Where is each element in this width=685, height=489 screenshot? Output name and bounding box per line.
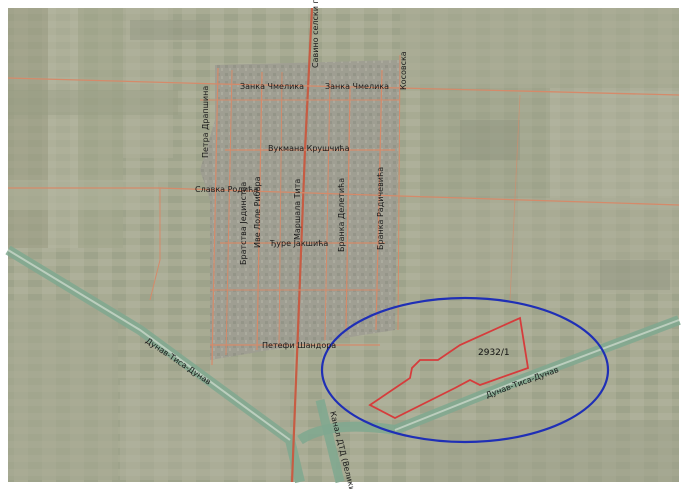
street-label-zanka-cmelika-left: Занка Чмелика	[240, 82, 304, 91]
village-area	[200, 60, 400, 360]
street-label-djure-jaksica: Ђуре Јакшића	[269, 239, 328, 248]
street-label-branka-radicevica: Бранка Радичевића	[376, 167, 385, 250]
street-label-vukmana-kruscica: Вукмана Крушчића	[268, 144, 350, 153]
parcel-label: 2932/1	[478, 348, 510, 358]
street-label-petra-drapsina: Петра Драпшина	[201, 86, 210, 158]
street-label-bratstva-jedinstva: Братства Јединства	[239, 182, 248, 265]
street-label-branka-deletica: Бранка Делетића	[337, 178, 346, 252]
road-network	[7, 7, 680, 483]
street-label-petefi-sandora: Петефи Шандора	[262, 341, 336, 350]
street-label-savino-selo-put: Савино селски пут	[311, 0, 320, 68]
street-label-slavka-rodica: Славка Родића	[195, 185, 258, 194]
street-label-ive-lole-ribara: Иве Лоле Рибара	[253, 176, 262, 248]
street-label-zanka-cmelika-right: Занка Чмелика	[325, 82, 389, 91]
canal-veliki-backi	[315, 398, 345, 484]
parcel-2932-1[interactable]	[368, 316, 530, 420]
street-label-marsala-tita: Маршала Тита	[293, 179, 302, 240]
street-label-kosovska: Косовска	[399, 51, 408, 90]
highlight-ellipse	[320, 296, 610, 444]
